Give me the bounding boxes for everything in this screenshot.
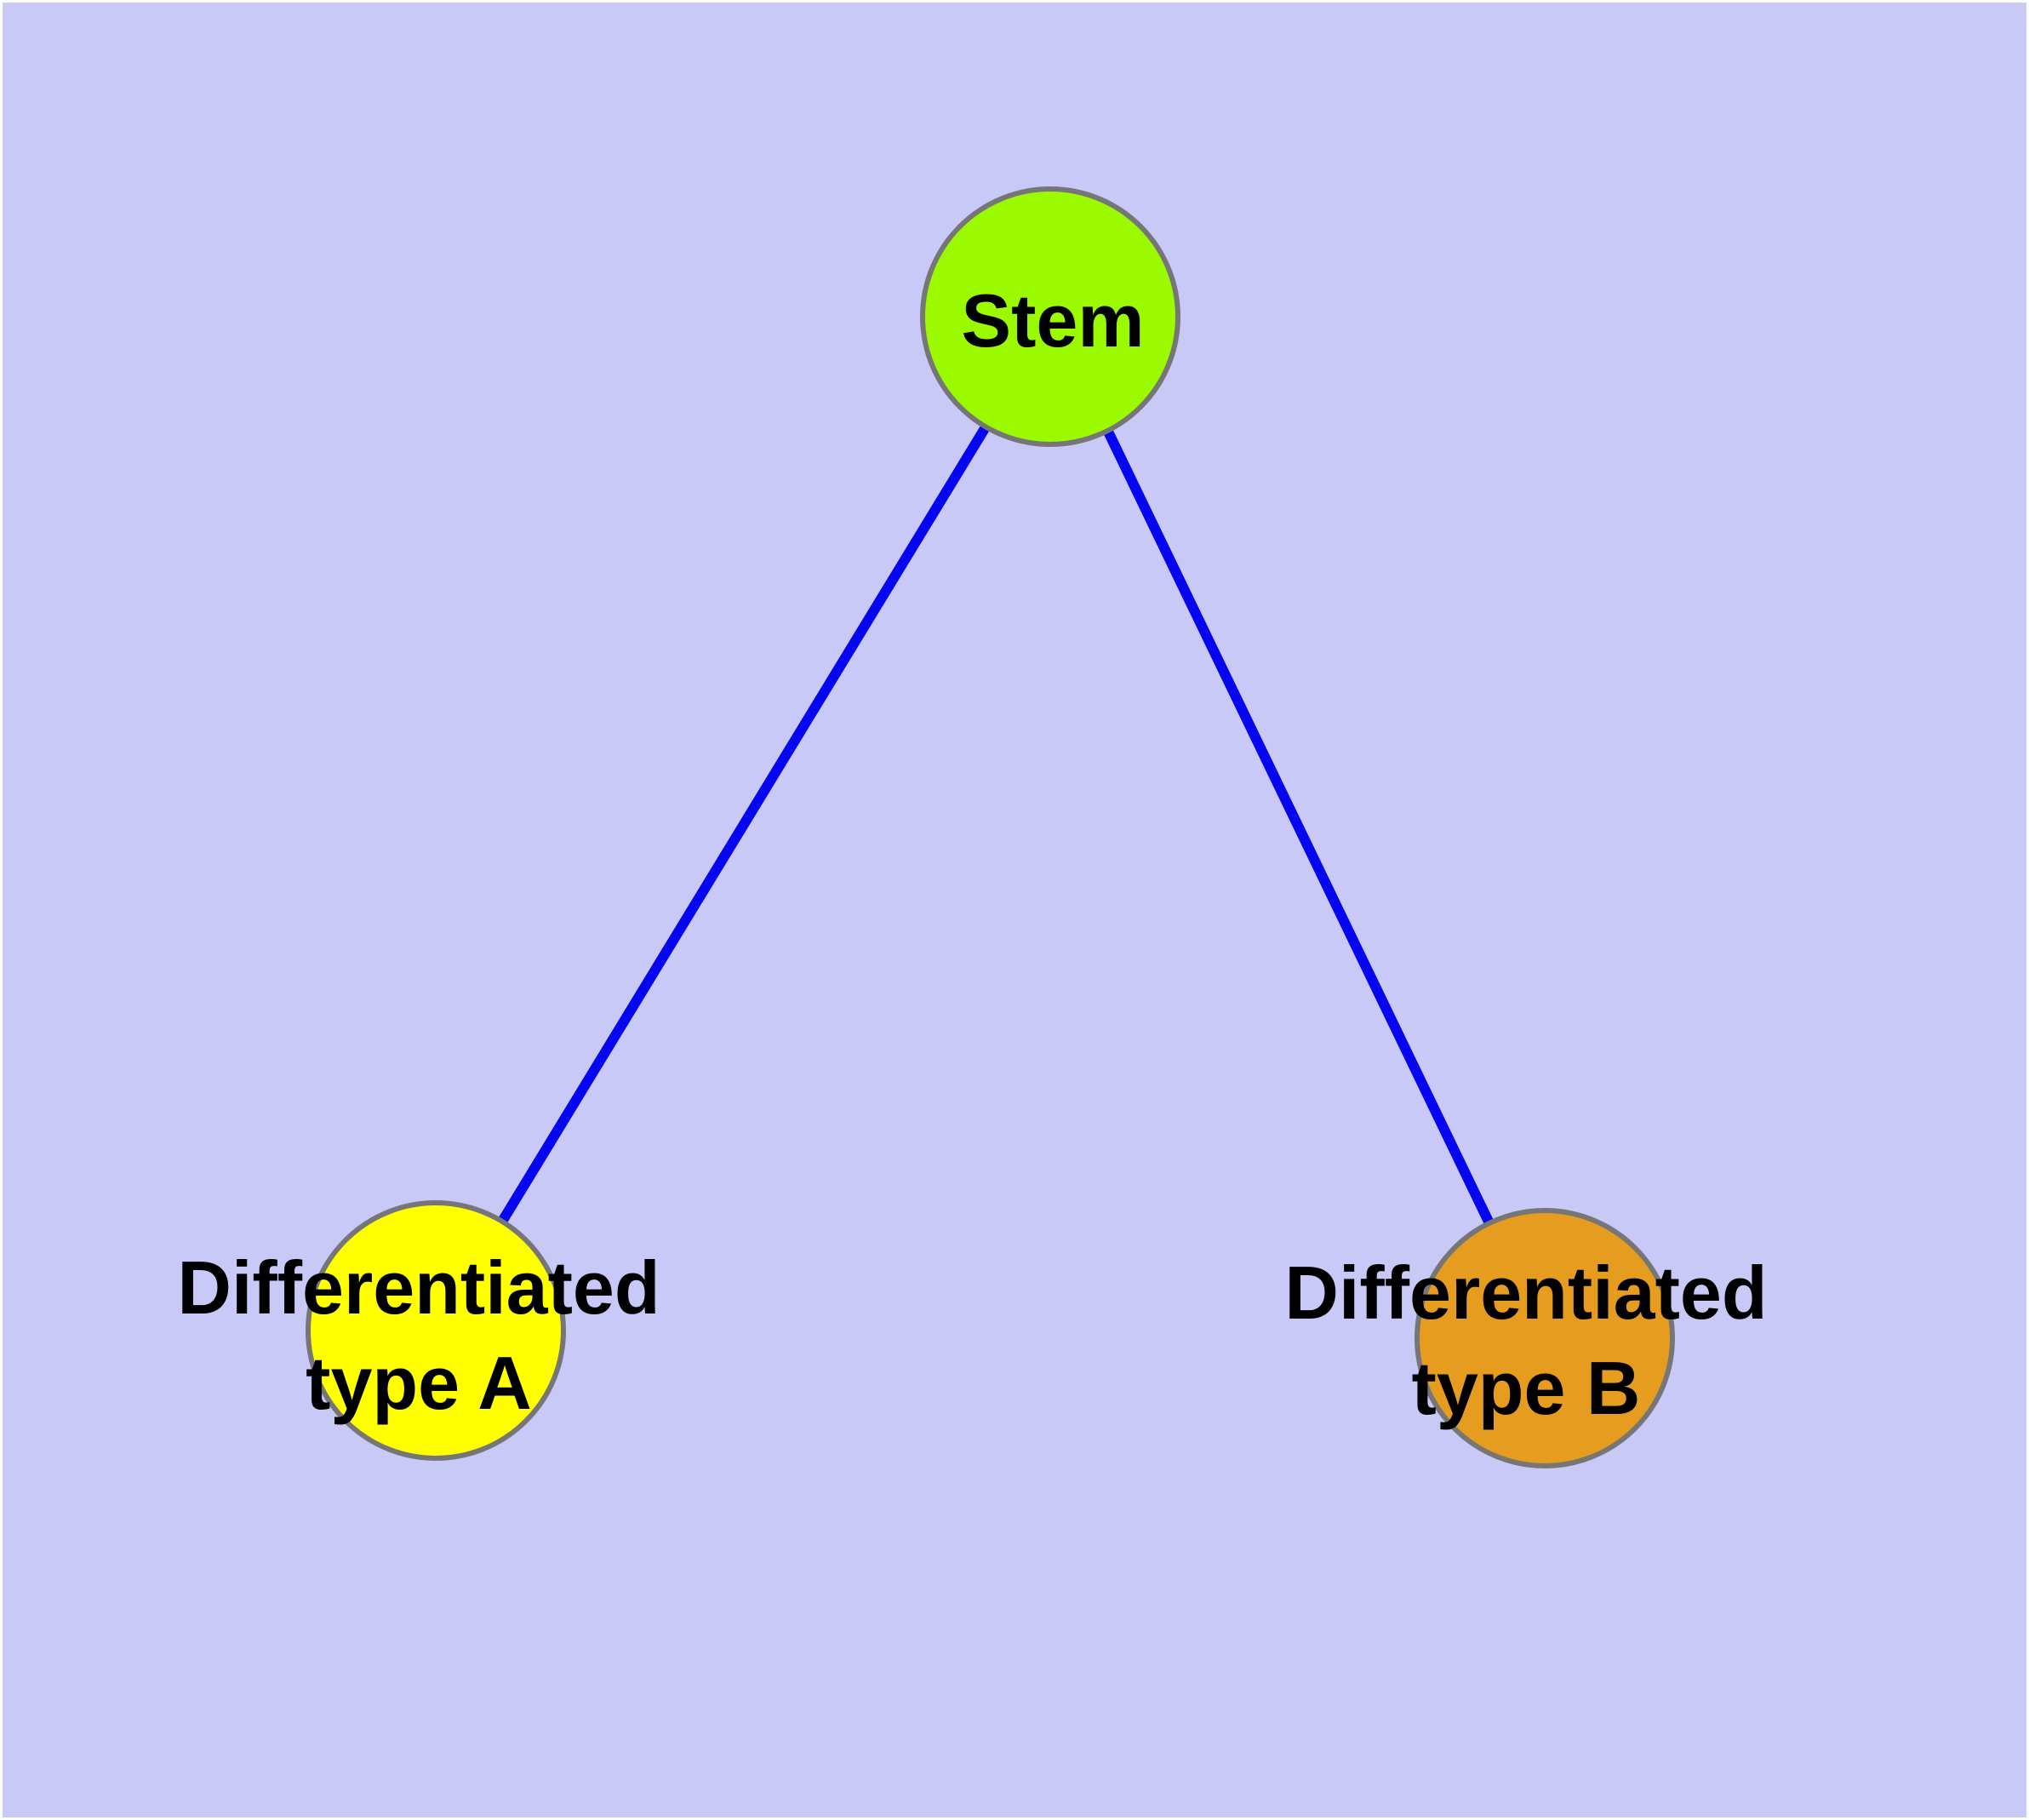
edge-stem-to-type-b — [1048, 314, 1550, 1341]
node-differentiated-type-a — [306, 1200, 566, 1461]
node-differentiated-type-b — [1415, 1208, 1675, 1468]
node-type-b-label-line2: type B — [1411, 1346, 1641, 1430]
node-stem — [920, 186, 1180, 447]
edges-layer — [431, 313, 1550, 1341]
diagram-canvas: Stem Differentiated type A Differentiate… — [3, 3, 2026, 1817]
edge-stem-to-type-a — [431, 313, 1058, 1334]
node-stem-label-text: Stem — [961, 278, 1145, 363]
node-type-a-label-line1: Differentiated — [177, 1245, 660, 1330]
node-differentiated-type-b-label: Differentiated type B — [1284, 1245, 1767, 1436]
node-type-b-label-line1: Differentiated — [1284, 1251, 1768, 1335]
node-differentiated-type-a-label: Differentiated type A — [177, 1240, 660, 1431]
node-stem-label: Stem — [961, 273, 1144, 369]
node-type-a-label-line2: type A — [306, 1341, 532, 1425]
